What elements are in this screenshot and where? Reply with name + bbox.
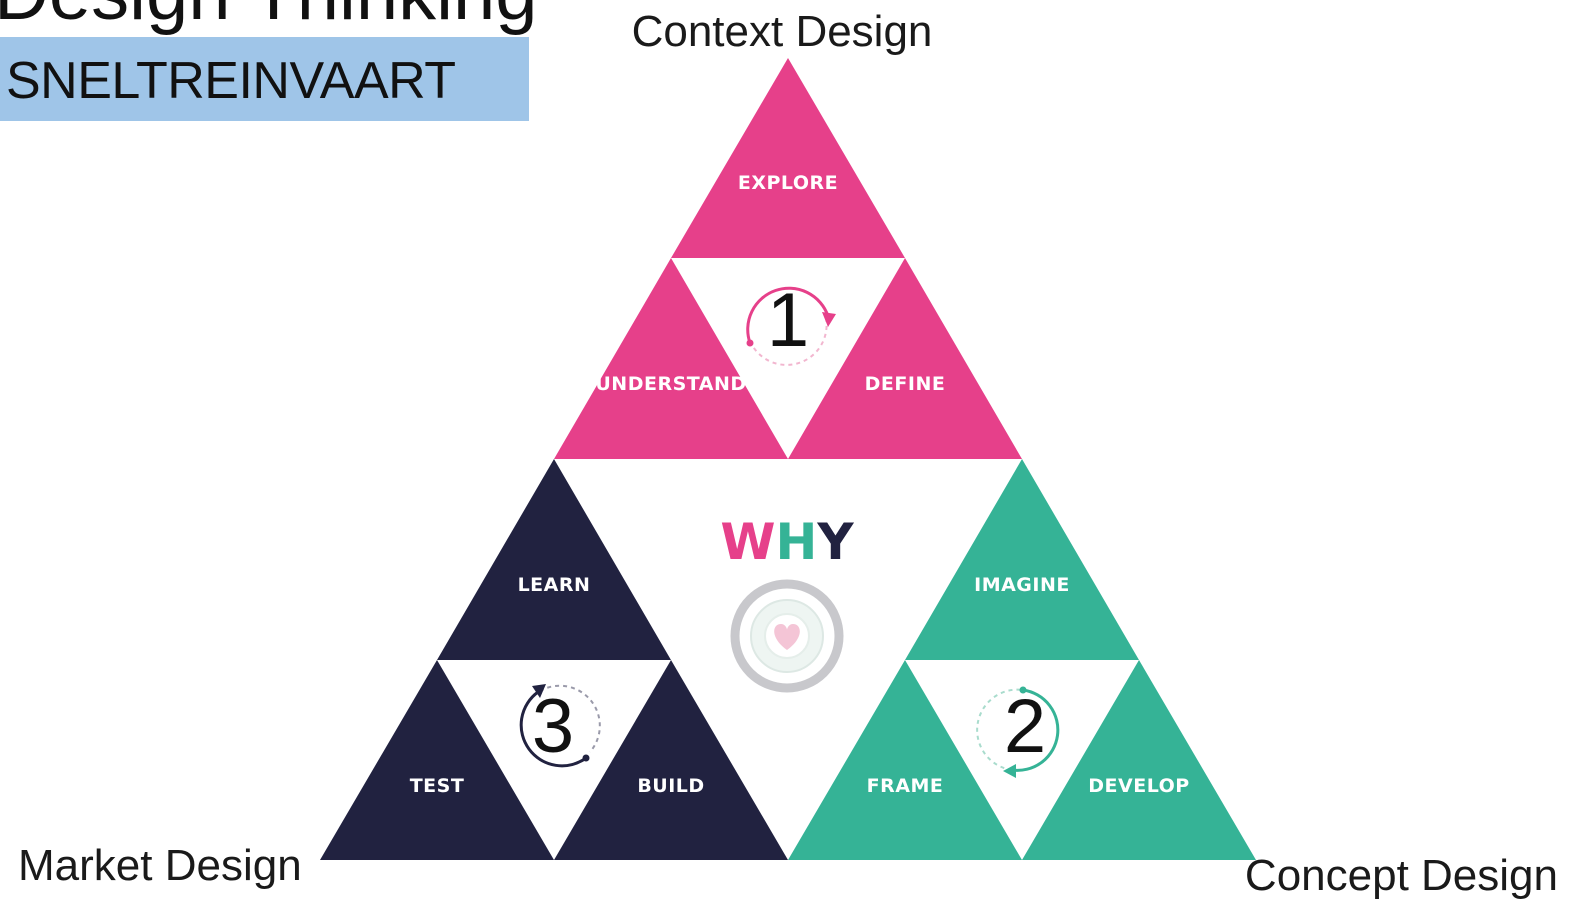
context-top-triangle — [671, 58, 905, 258]
market-left-triangle — [320, 660, 554, 860]
label-frame: FRAME — [867, 775, 944, 797]
why-label: WHY — [720, 513, 854, 571]
label-define: DEFINE — [865, 373, 946, 395]
label-develop: DEVELOP — [1088, 775, 1189, 797]
page-title: Design Thinking — [0, 0, 538, 37]
context-left-triangle — [554, 258, 788, 459]
concept-top-triangle — [905, 459, 1139, 660]
label-explore: EXPLORE — [738, 172, 838, 194]
cycle-arrow-icon — [519, 684, 601, 768]
label-imagine: IMAGINE — [974, 574, 1070, 596]
corner-label-context-design: Context Design — [632, 7, 933, 56]
market-top-triangle — [437, 459, 671, 660]
cycle-arrow-icon — [976, 686, 1060, 778]
label-understand: UNDERSTAND — [595, 373, 746, 395]
label-build: BUILD — [637, 775, 704, 797]
market-right-triangle — [554, 660, 788, 860]
corner-label-market-design: Market Design — [18, 841, 302, 890]
step-number-1: 1 — [767, 278, 809, 363]
concept-right-triangle — [1022, 660, 1256, 860]
target-heart-icon — [730, 579, 844, 693]
cycle-arrow-icon — [746, 286, 836, 366]
subtitle-banner: SNELTREINVAART — [0, 37, 529, 121]
subtitle-text: SNELTREINVAART — [6, 52, 456, 110]
label-test: TEST — [410, 775, 465, 797]
context-right-triangle — [788, 258, 1022, 459]
corner-label-concept-design: Concept Design — [1245, 851, 1558, 900]
step-number-2: 2 — [1004, 684, 1046, 769]
step-number-3: 3 — [532, 684, 574, 769]
concept-left-triangle — [788, 660, 1022, 860]
label-learn: LEARN — [518, 574, 591, 596]
